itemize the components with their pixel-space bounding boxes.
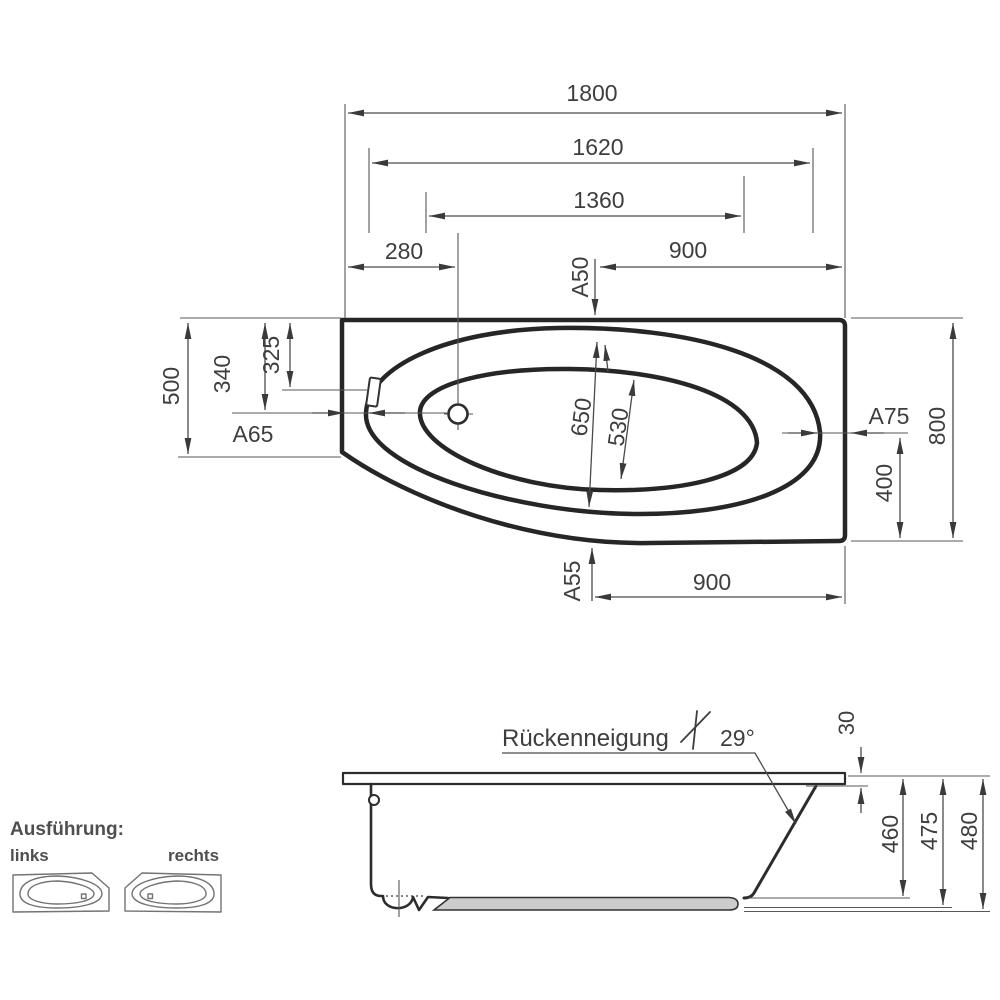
tub-rim-inner-line [363,325,823,517]
back-slope-label: Rückenneigung [502,725,669,752]
dim-label-280: 280 [385,238,423,264]
base-support [431,896,739,911]
back-slope-line [742,784,818,900]
dim-label-900-bottom: 900 [693,569,731,595]
dim-label-340: 340 [209,355,235,393]
drain-dot-icon [80,893,87,900]
legend: Ausführung: links rechts [10,819,222,913]
dimension-lines [184,109,957,601]
tub-wall-left [369,782,450,912]
slope-angle-symbol-icon [680,710,711,750]
dim-label-500: 500 [158,367,184,405]
legend-label-rechts: rechts [168,846,219,865]
overflow-icon [365,376,382,408]
tub-icon-rechts [124,872,222,913]
dim-label-a55: A55 [559,561,585,602]
dim-line-650 [586,341,600,508]
dim-label-325: 325 [258,336,284,374]
dim-label-1360: 1360 [573,187,624,213]
dim-label-900-top: 900 [669,237,707,263]
side-view: Rückenneigung 29° 30 460 475 480 [341,710,990,917]
overflow-hole-icon [368,794,380,806]
back-slope-angle: 29° [720,725,755,751]
drain-icon [444,402,473,430]
dim-label-1620: 1620 [572,134,623,160]
dim-label-650: 650 [565,396,596,438]
dim-label-530: 530 [602,406,633,448]
tub-icon-links [12,872,110,913]
dim-label-800: 800 [924,407,950,445]
legend-label-links: links [10,846,49,865]
legend-title: Ausführung: [10,819,124,840]
top-view: 1800 1620 1360 280 900 A50 500 340 325 A… [158,80,963,604]
dim-label-480: 480 [956,812,982,850]
dim-label-a50: A50 [567,257,593,298]
back-slope-leader [502,752,797,825]
dim-line-530 [619,379,636,480]
dim-label-460: 460 [877,815,903,853]
dim-label-1800: 1800 [566,80,617,106]
dim-label-a75: A75 [869,403,910,429]
dim-label-475: 475 [916,812,942,850]
dim-line-530-ext-arrow [603,344,611,373]
rim-profile [341,771,847,786]
dim-label-400: 400 [871,464,897,502]
tub-basin-line [417,366,760,493]
dim-label-30: 30 [834,711,859,735]
dim-label-a65: A65 [233,421,274,447]
